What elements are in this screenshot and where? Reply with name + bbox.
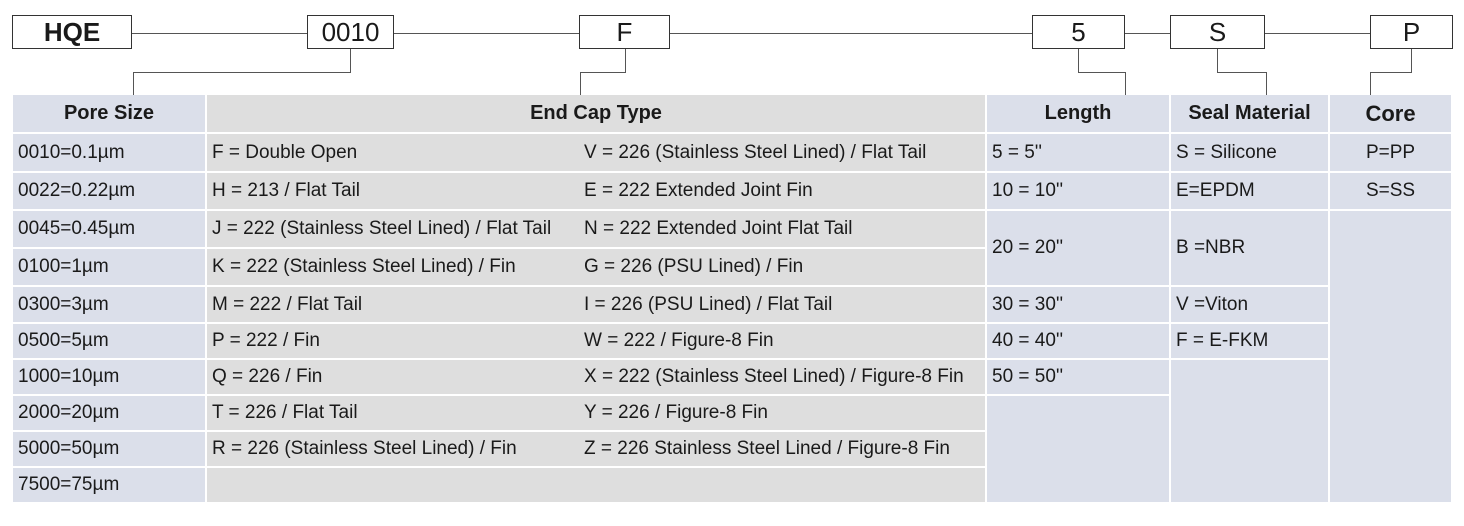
connector-line [670,33,1032,34]
bracket-seal [1266,72,1267,95]
header-seal-material: Seal Material [1171,95,1328,132]
endcap-option: X = 222 (Stainless Steel Lined) / Figure… [584,366,964,387]
bracket-seal [1217,49,1218,72]
bracket-pore [350,49,351,72]
code-core-box: P [1370,15,1453,49]
endcap-option: T = 226 / Flat Tail [212,402,358,423]
endcap-row: Q = 226 / Fin X = 222 (Stainless Steel L… [207,360,985,394]
seal-cell: B =NBR [1171,211,1328,285]
endcap-option: H = 213 / Flat Tail [212,180,361,201]
code-length-box: 5 [1032,15,1125,49]
pore-size-cell: 1000=10µm [13,360,205,394]
seal-cell: E=EPDM [1171,173,1328,209]
pore-size-cell: 0500=5µm [13,324,205,358]
endcap-option: Z = 226 Stainless Steel Lined / Figure-8… [584,438,950,459]
endcap-option: Q = 226 / Fin [212,366,323,387]
connector-line [1265,33,1370,34]
pore-size-cell: 0045=0.45µm [13,211,205,247]
bracket-core [1370,72,1412,73]
endcap-row: T = 226 / Flat Tail Y = 226 / Figure-8 F… [207,396,985,430]
code-seal-box: S [1170,15,1265,49]
bracket-length [1078,72,1125,73]
endcap-option: F = Double Open [212,141,358,163]
endcap-option: I = 226 (PSU Lined) / Flat Tail [584,293,833,315]
connector-line [394,33,579,34]
seal-cell: V =Viton [1171,287,1328,322]
connector-line [132,33,307,34]
seal-cell: S = Silicone [1171,134,1328,171]
bracket-endcap [580,72,626,73]
endcap-option: P = 222 / Fin [212,330,320,351]
pore-size-cell: 0022=0.22µm [13,173,205,209]
bracket-endcap [580,72,581,95]
bracket-length [1125,72,1126,95]
endcap-option: N = 222 Extended Joint Flat Tail [584,218,853,239]
endcap-row: M = 222 / Flat Tail I = 226 (PSU Lined) … [207,287,985,322]
core-cell-empty [1330,211,1451,502]
pore-size-cell: 2000=20µm [13,396,205,430]
pore-size-cell: 0100=1µm [13,249,205,285]
core-cell: S=SS [1330,173,1451,209]
bracket-pore [133,72,134,95]
endcap-option: G = 226 (PSU Lined) / Fin [584,256,804,277]
length-cell-empty [987,396,1169,502]
pore-size-cell: 5000=50µm [13,432,205,466]
code-pore-box: 0010 [307,15,394,49]
length-cell: 10 = 10'' [987,173,1169,209]
connector-line [1125,33,1170,34]
pore-size-cell: 0010=0.1µm [13,134,205,171]
length-cell: 50 = 50'' [987,360,1169,394]
bracket-pore [133,72,351,73]
bracket-seal [1217,72,1267,73]
endcap-option: J = 222 (Stainless Steel Lined) / Flat T… [212,218,552,239]
core-cell: P=PP [1330,134,1451,171]
bracket-endcap [625,49,626,72]
length-cell: 30 = 30'' [987,287,1169,322]
endcap-row: J = 222 (Stainless Steel Lined) / Flat T… [207,211,985,247]
code-endcap-box: F [579,15,670,49]
length-cell: 20 = 20'' [987,211,1169,285]
endcap-row: R = 226 (Stainless Steel Lined) / Fin Z … [207,432,985,466]
header-length: Length [987,95,1169,132]
pore-size-cell: 7500=75µm [13,468,205,502]
seal-cell: F = E-FKM [1171,324,1328,358]
endcap-option: K = 222 (Stainless Steel Lined) / Fin [212,256,516,277]
endcap-option: R = 226 (Stainless Steel Lined) / Fin [212,438,517,459]
endcap-option: Y = 226 / Figure-8 Fin [584,402,768,423]
length-cell: 40 = 40'' [987,324,1169,358]
header-core: Core [1330,95,1451,132]
bracket-core [1411,49,1412,72]
pore-size-cell: 0300=3µm [13,287,205,322]
code-prefix-box: HQE [12,15,132,49]
bracket-length [1078,49,1079,72]
length-cell: 5 = 5'' [987,134,1169,171]
endcap-row-empty [207,468,985,502]
endcap-option: M = 222 / Flat Tail [212,293,363,315]
header-end-cap-type: End Cap Type [207,95,985,132]
endcap-option: V = 226 (Stainless Steel Lined) / Flat T… [584,141,927,163]
bracket-core [1370,72,1371,95]
header-pore-size: Pore Size [13,95,205,132]
seal-cell-empty [1171,360,1328,502]
endcap-row: P = 222 / Fin W = 222 / Figure-8 Fin [207,324,985,358]
endcap-row: F = Double Open V = 226 (Stainless Steel… [207,134,985,171]
endcap-row: H = 213 / Flat Tail E = 222 Extended Joi… [207,173,985,209]
endcap-option: W = 222 / Figure-8 Fin [584,330,774,351]
endcap-row: K = 222 (Stainless Steel Lined) / Fin G … [207,249,985,285]
endcap-option: E = 222 Extended Joint Fin [584,180,813,201]
